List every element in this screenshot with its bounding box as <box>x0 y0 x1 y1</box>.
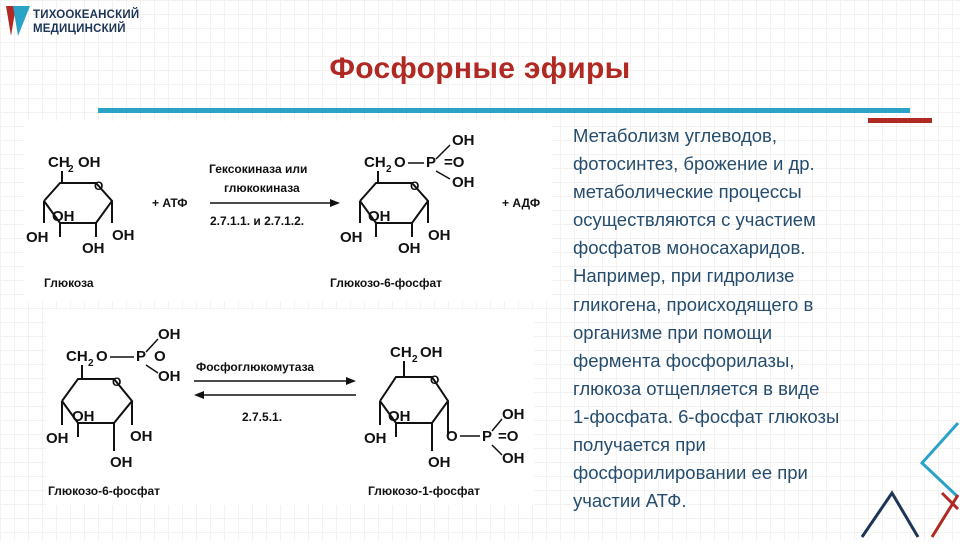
logo-mark-icon <box>6 6 30 36</box>
svg-text:O: O <box>430 373 439 387</box>
body-line: Например, при гидролизе <box>573 265 795 287</box>
ch2-text: CH <box>48 154 70 171</box>
enzyme-glucokinase: глюкокиназа <box>224 181 300 195</box>
svg-text:OH: OH <box>52 208 75 225</box>
phosphorus: P <box>426 154 436 171</box>
glucose-structure: CH 2 OH O OH OH OH OH Глюкоза <box>26 154 135 290</box>
svg-text:O: O <box>446 428 458 445</box>
svg-text:CH: CH <box>66 348 88 365</box>
ec-codes: 2.7.1.1. и 2.7.1.2. <box>210 214 304 228</box>
svg-text:OH: OH <box>502 450 525 467</box>
svg-text:OH: OH <box>158 326 181 343</box>
bottom-left-label: Глюкозо-6-фосфат <box>48 484 160 498</box>
svg-text:OH: OH <box>26 229 49 246</box>
svg-text:OH: OH <box>46 430 69 447</box>
svg-text:O: O <box>410 179 419 193</box>
svg-text:OH: OH <box>82 240 105 257</box>
svg-text:OH: OH <box>340 229 363 246</box>
ring-oxygen: O <box>94 179 103 193</box>
body-line: метаболические процессы <box>573 181 802 203</box>
svg-text:=O: =O <box>444 154 465 171</box>
body-line: Метаболизм углеводов, <box>573 125 778 146</box>
title-underline-blue <box>98 108 910 113</box>
plus-atf: + АТФ <box>152 196 188 210</box>
glucose-label: Глюкоза <box>44 276 94 290</box>
svg-text:OH: OH <box>398 240 421 257</box>
svg-text:OH: OH <box>452 132 475 149</box>
svg-text:OH: OH <box>428 454 451 471</box>
svg-text:=O: =O <box>498 428 519 445</box>
svg-text:O: O <box>96 348 108 365</box>
body-line: гликогена, происходящего в <box>573 293 814 315</box>
enzyme-hexokinase: Гексокиназа или <box>209 162 307 176</box>
phosphoglucomutase-reaction-diagram: CH 2 O P OH O OH O OH OH OH OH Глюкозо-6… <box>46 309 534 505</box>
svg-text:OH: OH <box>502 406 525 423</box>
svg-text:OH: OH <box>420 344 443 361</box>
svg-text:OH: OH <box>130 428 153 445</box>
hexokinase-reaction-diagram: CH 2 OH O OH OH OH OH Глюкоза + АТФ Гекс… <box>24 121 552 301</box>
body-line: фосфорилировании ее при <box>573 462 808 484</box>
svg-text:2: 2 <box>386 164 392 175</box>
body-text: Метаболизм углеводов, фотосинтез, брожен… <box>573 122 913 515</box>
svg-text:2: 2 <box>68 164 74 175</box>
ch2-oh-text: OH <box>78 154 101 171</box>
svg-text:O: O <box>112 375 121 389</box>
glucose-6-phosphate-structure: CH 2 O P OH =O OH O OH OH OH OH Глюкозо-… <box>330 132 475 290</box>
bottom-right-label: Глюкозо-1-фосфат <box>368 484 480 498</box>
logo-text-line2: МЕДИЦИНСКИЙ <box>33 23 126 35</box>
svg-text:OH: OH <box>368 208 391 225</box>
body-line: фотосинтез, брожение и др. <box>573 153 815 175</box>
body-line: фосфатов моносахаридов. <box>573 237 806 259</box>
svg-text:OH: OH <box>388 408 411 425</box>
body-line: глюкоза отщепляется в виде <box>573 377 820 399</box>
decorative-lines <box>860 415 960 545</box>
slide-title: Фосфорные эфиры <box>329 52 631 85</box>
svg-text:OH: OH <box>428 227 451 244</box>
body-line: получается при <box>573 434 706 456</box>
svg-text:CH: CH <box>390 344 412 361</box>
svg-text:OH: OH <box>364 430 387 447</box>
svg-text:2: 2 <box>412 354 418 365</box>
svg-text:2: 2 <box>88 358 94 369</box>
svg-text:O: O <box>154 348 166 365</box>
svg-text:CH: CH <box>364 154 386 171</box>
svg-text:OH: OH <box>112 227 135 244</box>
body-line: 1-фосфата. 6-фосфат глюкозы <box>573 405 840 427</box>
glucose-1-phosphate-structure: CH 2 OH O OH OH OH O P OH =O OH Глюкозо-… <box>364 344 525 498</box>
glucose-6-phosphate-label: Глюкозо-6-фосфат <box>330 276 442 290</box>
svg-text:P: P <box>136 348 146 365</box>
university-logo: ТИХООКЕАНСКИЙ МЕДИЦИНСКИЙ <box>6 6 156 38</box>
title-underline-red <box>868 118 932 123</box>
svg-text:OH: OH <box>452 174 475 191</box>
enzyme-phosphoglucomutase: Фосфоглюкомутаза <box>196 360 314 374</box>
body-line: организме при помощи <box>573 321 773 343</box>
body-line: фермента фосфорилазы, <box>573 349 795 371</box>
svg-text:OH: OH <box>158 368 181 385</box>
svg-text:O: O <box>394 154 406 171</box>
svg-text:OH: OH <box>72 408 95 425</box>
svg-text:OH: OH <box>110 454 133 471</box>
glucose-6-phosphate-structure-bottom: CH 2 O P OH O OH O OH OH OH OH Глюкозо-6… <box>46 326 181 498</box>
body-line: участии АТФ. <box>573 490 687 512</box>
svg-text:P: P <box>482 428 492 445</box>
body-line: осуществляются с участием <box>573 209 816 231</box>
plus-adf: + АДФ <box>502 196 540 210</box>
logo-text-line1: ТИХООКЕАНСКИЙ <box>33 9 140 21</box>
ec-code-bottom: 2.7.5.1. <box>242 410 282 424</box>
